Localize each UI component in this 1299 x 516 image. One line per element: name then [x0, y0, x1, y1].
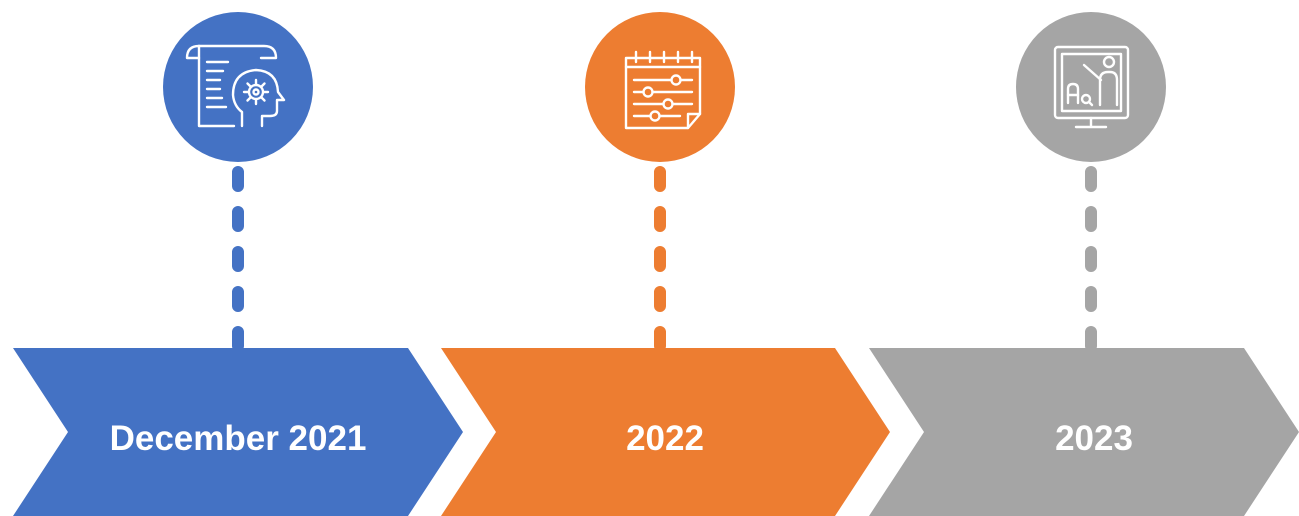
milestone-december-2021 [163, 12, 313, 354]
milestone-circle-3 [1016, 12, 1166, 162]
timeline-chevron-bar: December 2021 2022 2023 [13, 348, 1299, 516]
milestone-2022 [585, 12, 735, 354]
milestone-circle-1 [163, 12, 313, 162]
milestone-circle-2 [585, 12, 735, 162]
chevron-2022 [441, 348, 890, 516]
chevron-december-2021 [13, 348, 463, 516]
milestone-label-2023: 2023 [1055, 419, 1133, 458]
presentation-board-icon [1053, 45, 1130, 129]
milestone-2023 [1016, 12, 1166, 354]
milestone-label-december-2021: December 2021 [110, 419, 367, 458]
chevron-2023 [869, 348, 1299, 516]
milestone-label-2022: 2022 [626, 419, 704, 458]
calendar-settings-icon [624, 50, 702, 130]
ai-research-document-icon [185, 44, 286, 128]
